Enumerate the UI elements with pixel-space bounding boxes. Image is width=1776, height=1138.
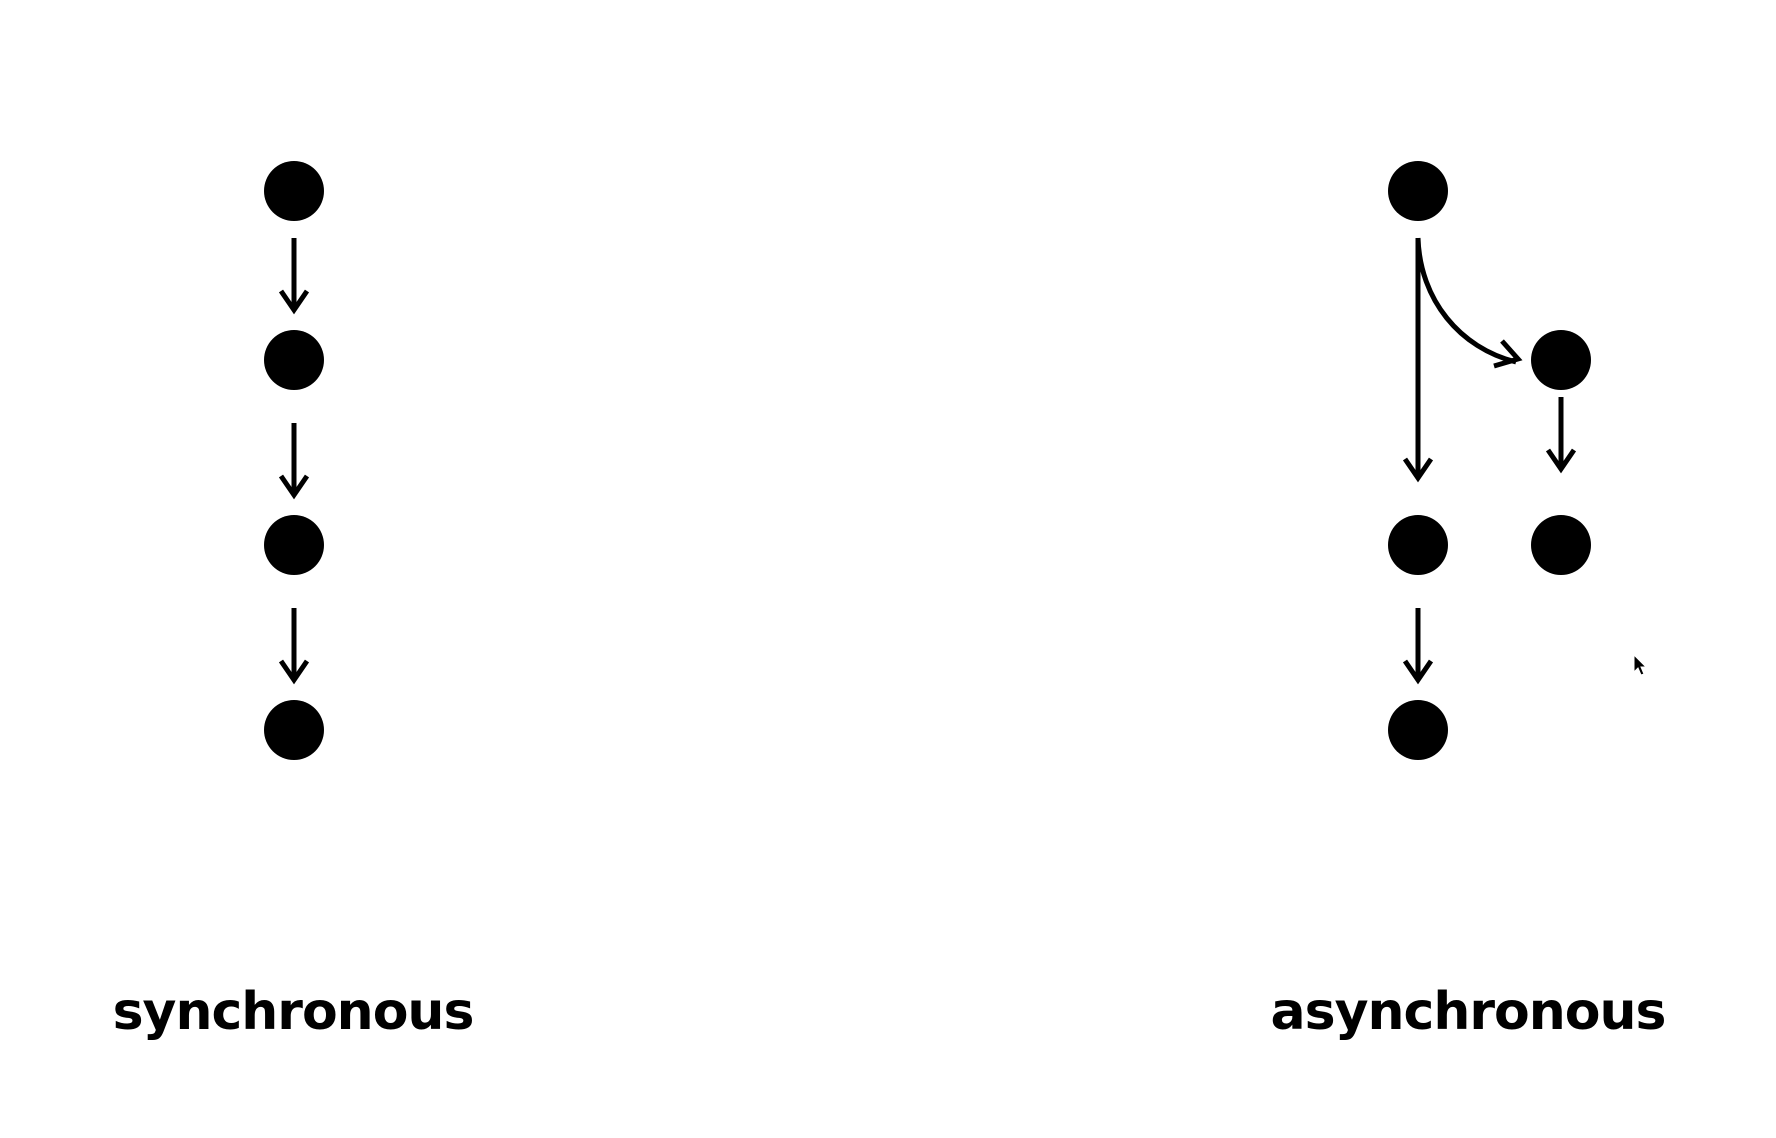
async-node-main-3 — [1388, 700, 1448, 760]
mouse-pointer-icon — [1633, 653, 1648, 676]
sync-node-2 — [264, 330, 324, 390]
async-arrow-branch-curve — [1415, 237, 1523, 369]
sync-arrow-2-3 — [278, 423, 310, 500]
async-arrow-branch-1-2 — [1545, 397, 1577, 474]
sync-arrow-1-2 — [278, 238, 310, 315]
async-node-branch-1 — [1531, 330, 1591, 390]
synchronous-diagram: synchronous — [113, 161, 474, 1042]
sync-node-3 — [264, 515, 324, 575]
asynchronous-diagram: asynchronous — [1271, 161, 1666, 1042]
async-node-branch-2 — [1531, 515, 1591, 575]
sync-node-1 — [264, 161, 324, 221]
asynchronous-label: asynchronous — [1271, 982, 1666, 1042]
async-arrow-main-2-3 — [1402, 608, 1434, 685]
sync-node-4 — [264, 700, 324, 760]
sync-arrow-3-4 — [278, 608, 310, 685]
async-node-main-1 — [1388, 161, 1448, 221]
async-arrow-main-1-2 — [1402, 238, 1434, 483]
async-node-main-2 — [1388, 515, 1448, 575]
synchronous-label: synchronous — [113, 982, 474, 1042]
